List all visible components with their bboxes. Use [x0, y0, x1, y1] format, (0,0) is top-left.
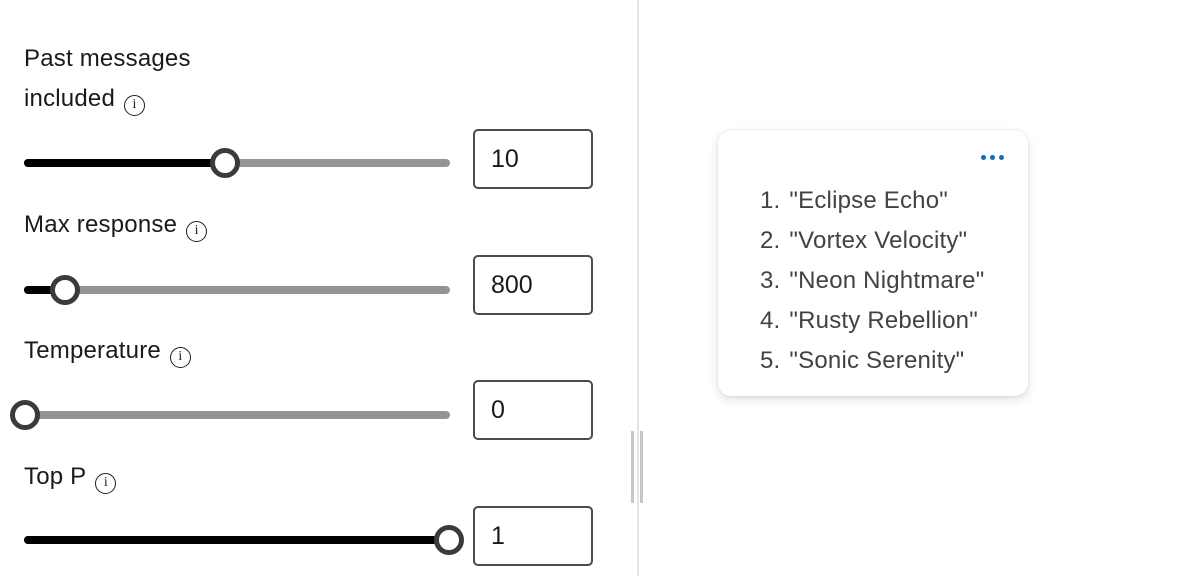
list-item-title: "Vortex Velocity" [789, 227, 968, 254]
info-icon[interactable]: i [169, 346, 191, 368]
slider-fill [24, 536, 450, 544]
temperature-label-text: Temperature [24, 337, 161, 364]
list-item-title: "Sonic Serenity" [789, 347, 965, 374]
slider-thumb[interactable] [9, 400, 40, 430]
slider-track[interactable] [24, 286, 450, 294]
splitter-grip-bar [640, 431, 643, 503]
slider-thumb[interactable] [434, 525, 465, 555]
list-item-title: "Neon Nightmare" [789, 267, 985, 294]
list-item: 3. "Neon Nightmare" [760, 261, 984, 301]
past-messages-input[interactable] [473, 129, 593, 189]
list-item-number: 1. [760, 187, 781, 214]
max-response-input[interactable] [473, 255, 593, 315]
list-item: 5. "Sonic Serenity" [760, 341, 984, 381]
info-icon[interactable]: i [95, 472, 117, 494]
top-p-label: Top P i [24, 457, 344, 497]
song-list: 1. "Eclipse Echo" 2. "Vortex Velocity" 3… [760, 181, 984, 381]
assistant-message-card: 1. "Eclipse Echo" 2. "Vortex Velocity" 3… [718, 130, 1028, 396]
slider-fill [24, 286, 65, 294]
more-options-button[interactable] [974, 144, 1010, 170]
top-p-label-text: Top P [24, 463, 87, 490]
info-icon[interactable]: i [186, 220, 208, 242]
top-p-input[interactable] [473, 506, 593, 566]
list-item: 4. "Rusty Rebellion" [760, 301, 984, 341]
slider-fill [24, 159, 226, 167]
max-response-label: Max response i [24, 205, 344, 245]
list-item: 1. "Eclipse Echo" [760, 181, 984, 221]
splitter-grip-bar [631, 431, 634, 503]
list-item-number: 4. [760, 307, 781, 334]
max-response-label-text: Max response [24, 211, 178, 238]
info-icon[interactable]: i [124, 94, 146, 116]
temperature-label: Temperature i [24, 331, 344, 371]
list-item-number: 2. [760, 227, 781, 254]
slider-thumb[interactable] [49, 275, 80, 305]
past-messages-slider[interactable] [24, 148, 450, 178]
list-item-number: 5. [760, 347, 781, 374]
panel-divider [637, 0, 639, 576]
list-item: 2. "Vortex Velocity" [760, 221, 984, 261]
slider-track[interactable] [24, 411, 450, 419]
ellipsis-icon [980, 154, 1004, 160]
temperature-slider[interactable] [9, 400, 450, 430]
past-messages-label-text: Past messages included [24, 45, 191, 112]
slider-thumb[interactable] [210, 148, 241, 178]
splitter-handle[interactable] [629, 431, 645, 503]
temperature-input[interactable] [473, 380, 593, 440]
top-p-slider[interactable] [24, 525, 465, 555]
list-item-title: "Rusty Rebellion" [789, 307, 978, 334]
list-item-title: "Eclipse Echo" [789, 187, 948, 214]
max-response-slider[interactable] [24, 275, 450, 305]
list-item-number: 3. [760, 267, 781, 294]
